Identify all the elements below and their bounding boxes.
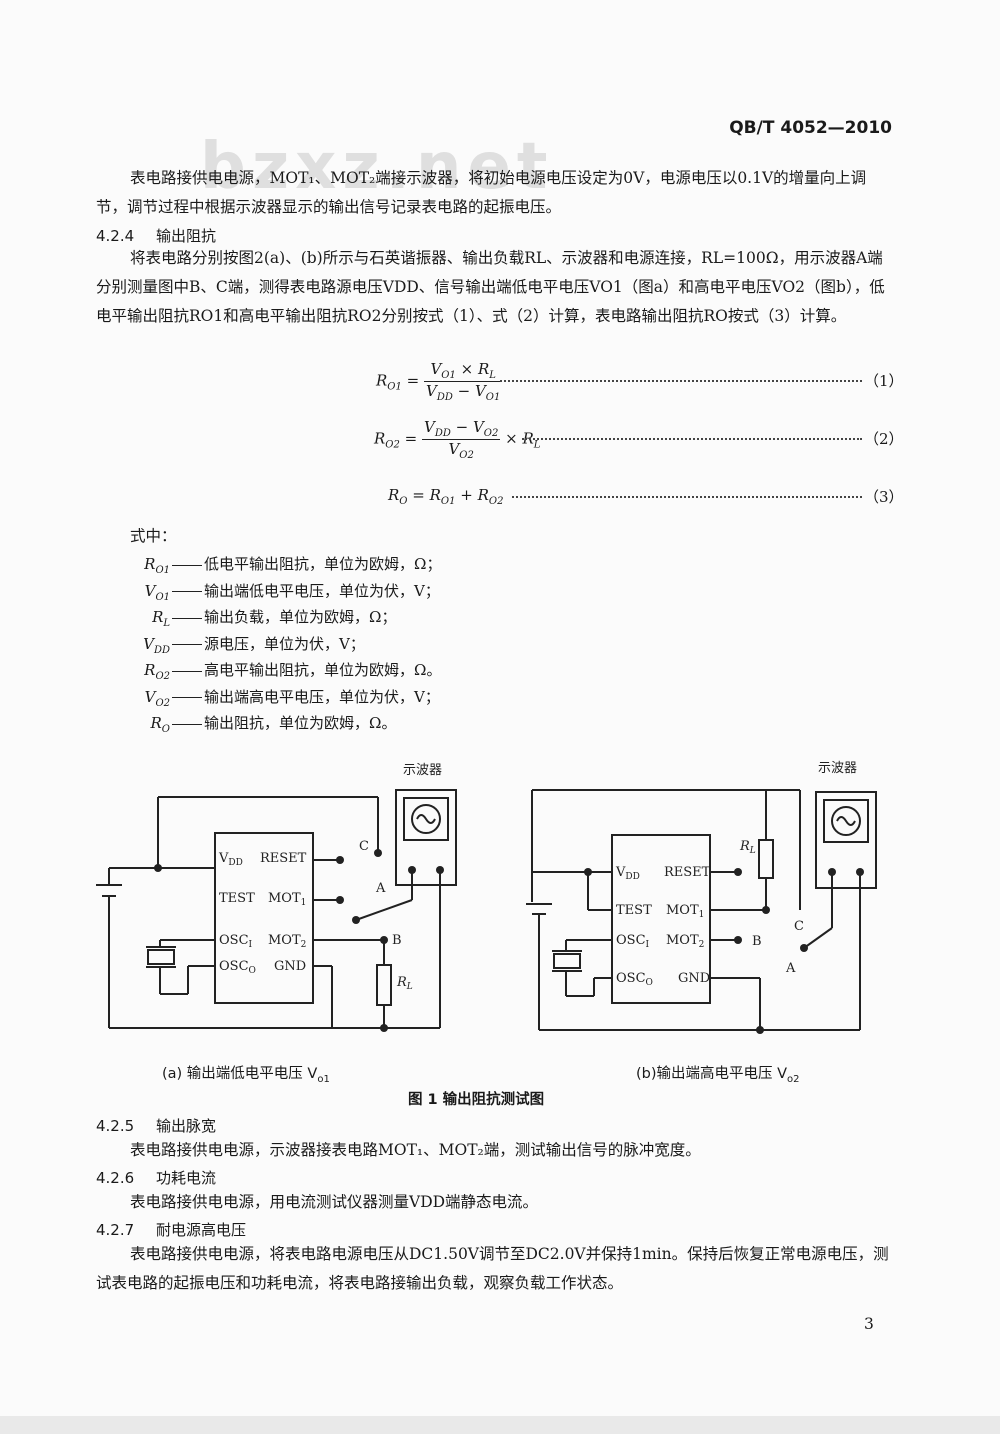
pin-reset-b: RESET [664, 865, 711, 880]
intro-paragraph: 表电路接供电电源，MOT₁、MOT₂端接示波器，将初始电源电压设定为0V，电源电… [96, 169, 867, 216]
variable-symbol: VDD [143, 634, 170, 656]
figure-caption-a: (a) 输出端低电平电压 Vo1 [162, 1066, 330, 1085]
pin-osco-a: OSCO [219, 959, 256, 976]
variable-symbol: VO1 [144, 581, 170, 603]
variable-description: 输出端高电平电压，单位为伏，V； [204, 687, 440, 706]
node-c-b: C [794, 919, 804, 934]
chip-b [611, 834, 711, 1004]
dash [172, 617, 202, 619]
pin-osci-b: OSCI [616, 933, 650, 950]
standard-code: QB/T 4052—2010 [729, 118, 892, 138]
node-a-b: A [785, 961, 796, 976]
section-number: 4.2.4 [96, 227, 135, 245]
equation-number-3: （3） [864, 488, 904, 506]
variable-row: VO2 输出端高电平电压，单位为伏，V； [130, 685, 440, 716]
pin-vdd-a: VDD [218, 851, 243, 868]
node-b-a: B [392, 933, 402, 948]
pin-osci-a: OSCI [219, 933, 253, 950]
node-c-a: C [359, 839, 369, 854]
dash [172, 697, 202, 698]
variable-row: RO1 低电平输出阻抗，单位为欧姆，Ω； [130, 552, 441, 583]
section-title: 输出阻抗 [156, 227, 217, 245]
pin-vdd-b: VDD [615, 865, 640, 882]
watermark: bzxz.net [200, 130, 554, 204]
pin-gnd-a: GND [274, 959, 306, 974]
variable-description: 输出端低电平电压，单位为伏，V； [204, 581, 440, 600]
pin-mot2-a: MOT2 [268, 933, 306, 950]
pin-mot1-a: MOT1 [268, 891, 306, 908]
formula-1: RO1 = VO1 × RL VDD − VO1 [376, 360, 503, 403]
dash [172, 644, 202, 645]
leader-dots [500, 378, 862, 382]
rl-label-a: RL [396, 975, 413, 992]
equation-number-2: （2） [864, 430, 904, 448]
variable-symbol: RO [150, 714, 171, 735]
rl-label-b: RL [739, 839, 756, 856]
node-a-a: A [375, 881, 386, 896]
equation-number-1: （1） [864, 372, 904, 390]
where-label: 式中： [130, 527, 177, 545]
variable-symbol: VO2 [144, 687, 170, 709]
node-b-b: B [752, 934, 762, 949]
pin-mot1-b: MOT1 [666, 903, 704, 920]
page-number: 3 [864, 1315, 874, 1333]
figure-title: 图 1 输出阻抗测试图 [408, 1092, 545, 1108]
pin-osco-b: OSCO [616, 971, 653, 988]
section-4-2-5-paragraph: 表电路接供电电源，示波器接表电路MOT₁、MOT₂端，测试输出信号的脉冲宽度。 [130, 1141, 701, 1159]
variable-symbol: RO2 [144, 661, 170, 682]
formula-2: RO2 = VDD − VO2 VO2 × RL [374, 418, 541, 461]
oscilloscope-label-b: 示波器 [818, 761, 857, 776]
formula-3: RO = RO1 + RO2 [388, 486, 504, 507]
variable-row: RO2 高电平输出阻抗，单位为欧姆，Ω。 [130, 658, 441, 689]
variable-description: 高电平输出阻抗，单位为欧姆，Ω。 [204, 661, 442, 679]
figure-caption-b: (b)输出端高电平电压 Vo2 [636, 1066, 800, 1085]
variable-symbol: RL [152, 608, 170, 629]
chip-a [214, 832, 314, 1004]
variable-symbol: RO1 [144, 555, 170, 576]
dash [172, 591, 202, 592]
variable-description: 输出阻抗，单位为欧姆，Ω。 [204, 714, 397, 732]
leader-dots [512, 494, 862, 498]
circuit-figure: 示波器 示波器 VDD RESET TEST MOT1 OSCI MOT2 OS… [96, 761, 877, 1034]
leader-dots [522, 436, 862, 440]
pin-mot2-b: MOT2 [666, 933, 704, 950]
variable-row: RL 输出负载，单位为欧姆，Ω； [130, 605, 396, 636]
variable-row: VDD 源电压，单位为伏，V； [130, 632, 365, 663]
variable-description: 源电压，单位为伏，V； [204, 634, 365, 653]
oscilloscope-label-a: 示波器 [403, 763, 442, 778]
dash [172, 723, 202, 725]
dash [172, 564, 202, 566]
pin-gnd-b: GND [678, 971, 710, 986]
section-4-2-7-paragraph: 表电路接供电电源，将表电路电源电压从DC1.50V调节至DC2.0V并保持1mi… [96, 1245, 889, 1292]
pin-test-b: TEST [616, 903, 652, 918]
pin-test-a: TEST [219, 891, 255, 906]
pin-reset-a: RESET [260, 851, 307, 866]
variable-description: 低电平输出阻抗，单位为欧姆，Ω； [204, 555, 442, 573]
variable-description: 输出负载，单位为欧姆，Ω； [204, 608, 397, 626]
variable-row: VO1 输出端低电平电压，单位为伏，V； [130, 579, 440, 610]
page-bottom-edge [0, 1416, 1000, 1434]
variable-row: RO 输出阻抗，单位为欧姆，Ω。 [130, 711, 397, 742]
dash [172, 670, 202, 672]
section-4-2-6-paragraph: 表电路接供电电源，用电流测试仪器测量VDD端静态电流。 [130, 1193, 539, 1211]
section-4-2-4-paragraph: 将表电路分别按图2(a)、(b)所示与石英谐振器、输出负载RL、示波器和电源连接… [96, 249, 885, 325]
section-heading-4-2-4: 4.2.4 输出阻抗 [96, 222, 216, 251]
